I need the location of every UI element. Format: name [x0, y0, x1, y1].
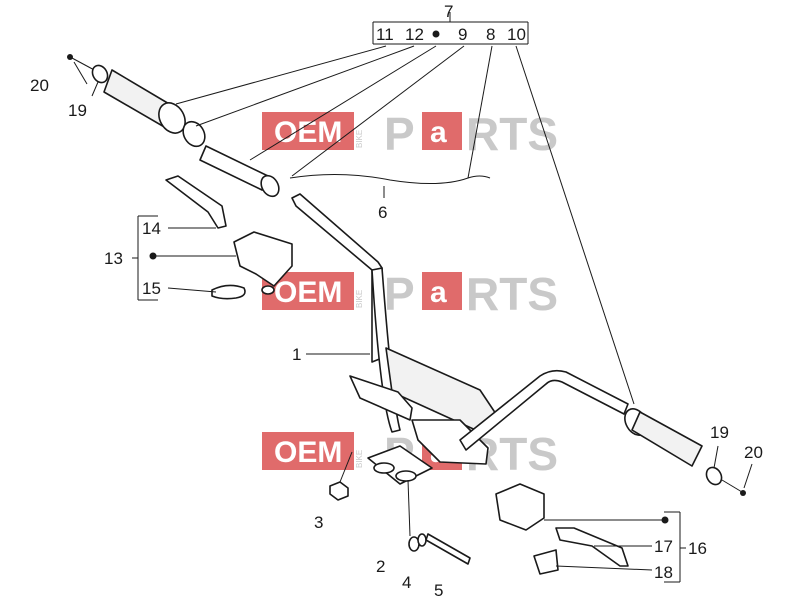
watermark-oem-text: OEM [274, 436, 342, 469]
master-cylinder-left-port [261, 285, 275, 295]
group-7-bracket [372, 12, 529, 45]
end-screw-head-right [740, 490, 746, 496]
callout-4: 4 [402, 573, 411, 592]
watermark-p-text: P [384, 108, 415, 160]
leader-11 [175, 45, 387, 105]
callout-20-left: 20 [30, 76, 49, 95]
handlebar-bracket-right [411, 419, 489, 465]
watermark-a-box [422, 272, 462, 310]
leader-19-right [713, 445, 719, 469]
handlebar-drawing [291, 193, 629, 485]
watermark-oem-text: OEM [274, 116, 342, 149]
end-screw-right [721, 479, 743, 493]
bolt-guide-line [407, 479, 411, 537]
callout-8: 8 [486, 25, 495, 44]
callout-6: 6 [378, 203, 387, 222]
leader-18 [555, 565, 653, 571]
callout-9: 9 [458, 25, 467, 44]
callout-17: 17 [654, 537, 673, 556]
right-brake-assembly [495, 483, 629, 575]
callout-19-left: 19 [68, 101, 87, 120]
left-grip-assembly [67, 54, 280, 198]
set-marker-dot [149, 252, 157, 260]
callout-labels: 7 11 12 9 8 10 20 19 6 14 13 15 1 3 2 4 … [30, 2, 763, 600]
callout-7: 7 [444, 2, 453, 21]
leader-12 [195, 45, 415, 127]
watermark-bike-text: BIKE [355, 290, 364, 308]
throttle-tube [199, 145, 269, 191]
bar-end-weight-right [705, 466, 723, 486]
watermark-bike-text: BIKE [355, 130, 364, 148]
grip-ring-left [182, 120, 206, 148]
leader-12-dot [249, 45, 437, 161]
callout-2: 2 [376, 557, 385, 576]
bolt-5 [425, 533, 471, 565]
watermark-top: OEM BIKE P a RTS [262, 108, 558, 160]
watermark-a-box [422, 112, 462, 150]
throttle-cable [289, 173, 491, 185]
brake-lever-right [555, 527, 629, 567]
callout-16: 16 [688, 539, 707, 558]
watermark-rts-text: RTS [466, 108, 558, 160]
handlebar-clamp-hole [395, 470, 417, 482]
nut-3 [329, 481, 349, 501]
left-brake-assembly [165, 175, 293, 300]
callout-12: 12 [405, 25, 424, 44]
callout-1: 1 [292, 345, 301, 364]
clamp-left [211, 284, 246, 300]
set-marker-dot [661, 516, 669, 524]
washer-4 [417, 533, 427, 547]
leader-20-left [73, 61, 88, 85]
leader-15 [167, 287, 217, 293]
end-screw-head-left [67, 54, 73, 60]
callout-18: 18 [654, 563, 673, 582]
callout-19-right: 19 [710, 423, 729, 442]
watermark-oem-box [262, 432, 354, 470]
set-marker-dot [432, 30, 440, 38]
watermark-bike-text: BIKE [355, 450, 364, 468]
leader-10 [515, 45, 635, 405]
watermark-rts-text: RTS [466, 268, 558, 320]
bar-end-weight-left [91, 64, 109, 84]
clamp-right [533, 549, 559, 575]
handlebar-right-tube [459, 369, 629, 451]
throttle-end [260, 174, 280, 198]
callout-3: 3 [314, 513, 323, 532]
watermark-middle: OEM BIKE P a RTS [262, 268, 558, 320]
fasteners [329, 451, 471, 565]
watermark-a-text: a [430, 116, 447, 149]
callout-5: 5 [434, 581, 443, 600]
handlebar-clamp-hole [373, 462, 395, 474]
callout-10: 10 [507, 25, 526, 44]
leader-9 [291, 45, 465, 177]
callout-13: 13 [104, 249, 123, 268]
leader-20-right [743, 463, 753, 489]
nut-guide-line [339, 451, 353, 483]
callout-14: 14 [142, 219, 161, 238]
brake-lever-left [165, 175, 227, 229]
master-cylinder-left [233, 231, 293, 287]
leader-lines [73, 45, 753, 571]
group-16-bracket [664, 511, 686, 583]
watermark-p-text: P [384, 268, 415, 320]
right-grip-assembly [624, 408, 746, 496]
handlebar-bracket-left [349, 375, 413, 421]
callout-15: 15 [142, 279, 161, 298]
grip-flange-left [158, 102, 186, 134]
leader-8 [467, 45, 493, 179]
callout-11: 11 [376, 25, 394, 44]
group-13-bracket [132, 215, 158, 301]
grip-rubber-right [631, 411, 703, 467]
master-cylinder-right [495, 483, 545, 531]
watermark-a-text: a [430, 276, 447, 309]
callout-20-right: 20 [744, 443, 763, 462]
watermark-oem-text: OEM [274, 276, 342, 309]
leader-19-left [91, 81, 99, 97]
